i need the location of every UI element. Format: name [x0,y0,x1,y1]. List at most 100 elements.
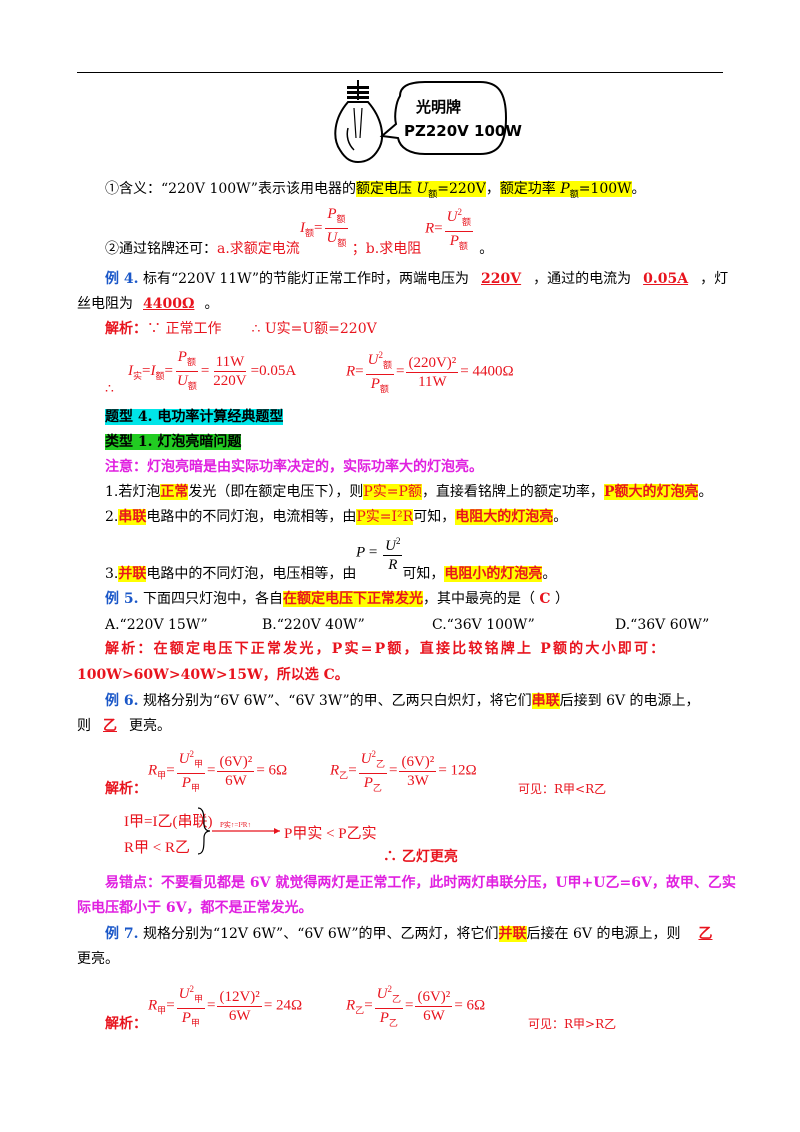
rule-2-t1: 2. [105,509,119,525]
note-line: 注意：灯泡亮暗是由实际功率决定的，实际功率大的灯泡亮。 [105,459,483,475]
solution-6-r2-result: = 12Ω [438,762,477,779]
solution-6-r1-result: = 6Ω [256,762,288,779]
solution-5-line1: 解析：在额定电压下正常发光，P实=P额，直接比较铭牌上 P额的大小即可： [105,641,667,657]
solution-6-3w: 3W [407,772,429,789]
example-5-label: 例 5. [105,591,139,607]
solution-7-r1-result: = 24Ω [263,997,303,1014]
solution-4-therefore2: ∴ [105,381,114,397]
rated-power-value: =100W [578,181,632,197]
rule-3-t1: 3. [105,566,119,582]
rule-2-t2: 电路中的不同灯泡，电流相等，由 [146,509,357,525]
example-7-answer: 乙 [698,926,713,942]
solution-7-r2-result: = 6Ω [454,997,486,1014]
bulb-model: PZ220V 100W [404,122,522,140]
bulb-icon [334,80,508,164]
solution-4-header: 解析：∵ 正常工作∴ U实=U额=220V [105,320,377,338]
rule-3-t3: 可知， [402,566,445,582]
rule-3-t2: 电路中的不同灯泡，电压相等，由 [146,566,357,582]
solution-4-220v-squared: (220V)² [406,354,459,373]
example-4-line1: 例 4. 标有“220V 11W”的节能灯正常工作时，两端电压为 220V ，通过的… [105,270,728,288]
example-6-t3: 则 [77,718,91,734]
rule-2: 2.串联电路中的不同灯泡，电流相等，由P实=I²R可知，电阻大的灯泡亮。 [105,508,567,526]
period: 。 [479,241,494,257]
solution-7-label: 解析： [105,1016,147,1032]
rule-1-h3: P额大的灯泡亮 [603,484,699,500]
example-4-answer1: 220V [481,271,522,287]
period: 。 [631,181,646,197]
solution-7-6v-squared: (6V)² [415,988,453,1007]
rated-power-highlight: 额定功率 P额=100W [499,181,632,200]
bulb-brand: 光明牌 [416,98,462,116]
example-7-label: 例 7. [105,926,139,942]
example-6-t1: 规格分别为“6V 6W”、“6V 3W”的甲、乙两只白炽灯，将它们 [142,693,532,709]
rule-1: 1.若灯泡正常发光（即在额定电压下），则P实=P额，直接看铭牌上的额定功率，P额… [105,483,712,501]
rated-voltage-highlight: 额定电压 U额=220V [355,181,486,200]
nameplate-a: a.求额定电流 [217,241,300,257]
solution-6-cond2: R甲 < R乙 [124,840,190,856]
example-5-option-b: B.“220V 40W” [262,617,365,633]
solution-7-12v-squared: (12V)² [217,988,262,1007]
example-4-text1: 标有“220V 11W”的节能灯正常工作时，两端电压为 [142,271,470,287]
rule-2-t3: 可知， [413,509,456,525]
example-5-answer: C [539,591,551,607]
example-4-text2: ，通过的电流为 [533,271,632,287]
solution-4-therefore: ∴ [251,321,261,337]
rule-1-t2: 发光（即在额定电压下），则 [188,484,364,500]
solution-6-arrow-label: P实↑=I²R↑ [220,821,251,829]
rated-power-label: 额定功率 [499,181,556,197]
rule-1-t4: 。 [698,484,713,500]
class-1-title: 类型 1. 灯泡亮暗问题 [105,433,242,451]
example-4-label: 例 4. [105,271,139,287]
example-6-answer: 乙 [103,718,117,734]
solution-6-6v-squared-2: (6V)² [399,753,437,772]
rule-2-t4: 。 [553,509,568,525]
solution-4-11w: 11W [213,354,247,372]
example-7-line1: 例 7. 规格分别为“12V 6W”、“6V 6W”的甲、乙两灯，将它们并联后接… [105,925,716,943]
solution-4-label: 解析： [105,321,147,337]
solution-4-11w-denominator: 11W [418,373,447,390]
rule-3-h3: 电阻小的灯泡亮 [444,566,543,582]
solution-6-6v-squared: (6V)² [217,753,255,772]
example-5-option-d: D.“36V 60W” [615,617,710,633]
solution-6-conclusion: ∴ 乙灯更亮 [383,849,458,865]
class-1-title-text: 类型 1. 灯泡亮暗问题 [105,434,242,450]
example-6-label: 例 6. [105,693,139,709]
example-6-line2: 则乙更亮。 [77,717,171,735]
nameplate-b: ；b.求电阻 [351,241,422,257]
example-4-answer2: 0.05A [643,271,689,287]
example-6-t4: 更亮。 [129,718,171,734]
example-5-option-a: A.“220V 15W” [105,617,208,633]
solution-6-6w: 6W [225,772,247,789]
example-7-h1: 并联 [498,926,527,942]
solution-4-voltage: U实=U额=220V [264,321,377,337]
solution-7-6w-2: 6W [423,1007,445,1024]
type-4-title: 题型 4. 电功率计算经典题型 [105,408,284,426]
solution-6-see: 可见：R甲<R乙 [518,782,607,796]
example-5-t1: 下面四只灯泡中，各自 [142,591,283,607]
rule-2-h2: P实=I²R [356,509,414,525]
trap-line2: 际电压都小于 6V，都不是正常发光。 [77,900,313,916]
rule-1-t1: 1.若灯泡 [105,484,161,500]
rule-3-t4: 。 [542,566,557,582]
type-4-title-text: 题型 4. 电功率计算经典题型 [105,409,284,425]
rule-2-h3: 电阻大的灯泡亮 [455,509,554,525]
meaning-prefix: ①含义：“220V 100W”表示该用电器的 [105,181,356,197]
example-4-text5: 。 [204,296,219,312]
header-rule [77,72,723,73]
solution-4-220v: 220V [213,373,247,389]
example-4-text4: 丝电阻为 [77,296,133,312]
brace-arrow-icon [197,807,280,855]
solution-6-cond1: I甲=I乙(串联) [124,814,213,830]
rated-voltage-label: 额定电压 [355,181,412,197]
nameplate-prefix: ②通过铭牌还可： [105,241,217,257]
rule-3-h1: 并联 [118,566,147,582]
meaning-line: ①含义：“220V 100W”表示该用电器的额定电压 U额=220V，额定功率 … [105,180,646,204]
rule-1-t3: ，直接看铭牌上的额定功率， [421,484,604,500]
